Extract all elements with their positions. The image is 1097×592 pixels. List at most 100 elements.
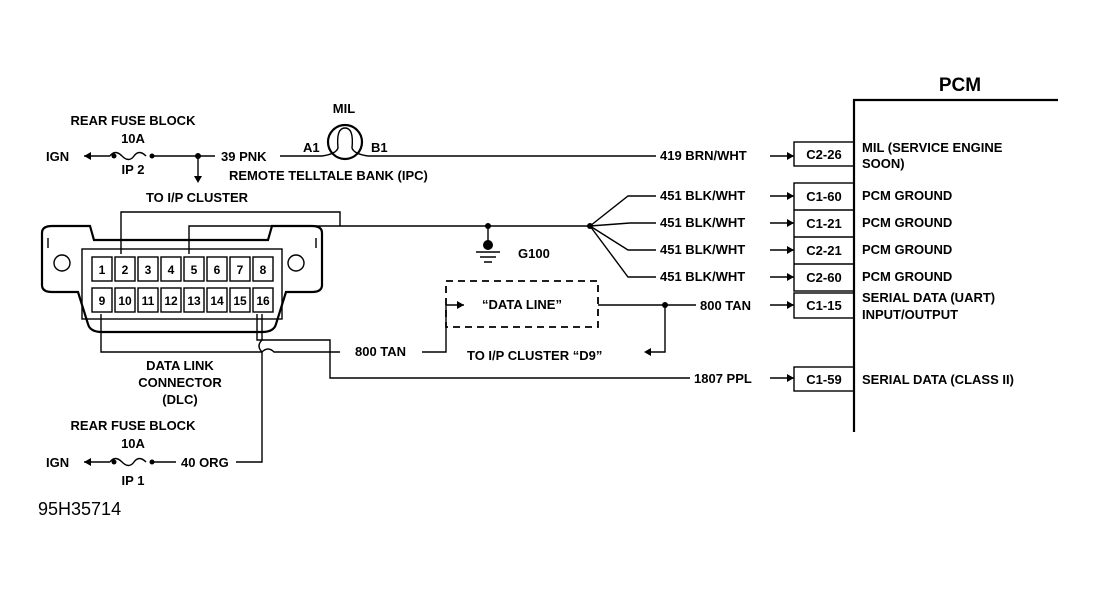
pcm-title: PCM bbox=[939, 75, 981, 96]
dlc-pin-cell bbox=[91, 287, 113, 313]
pcm-outline bbox=[852, 98, 1058, 432]
wire-451-b: 451 BLK/WHT bbox=[660, 215, 745, 230]
terminal-desc-c1-15-line2: INPUT/OUTPUT bbox=[862, 307, 958, 322]
dlc-pin-cell bbox=[206, 256, 228, 282]
terminal-c2-26: C2-26 bbox=[806, 147, 841, 162]
dlc-pin-label: 15 bbox=[233, 294, 247, 308]
terminal-desc-c2-60: PCM GROUND bbox=[862, 269, 952, 284]
bottom-fuse-title: REAR FUSE BLOCK bbox=[71, 418, 197, 433]
dlc-pin-label: 3 bbox=[145, 263, 152, 277]
top-fuse-circuit: REAR FUSE BLOCK 10A IGN IP 2 TO I/P CLUS… bbox=[46, 101, 794, 205]
terminal-box-c2-26 bbox=[793, 141, 855, 167]
dlc-pin-label: 4 bbox=[168, 263, 175, 277]
dlc-pin-cell bbox=[114, 287, 136, 313]
mil-lamp-icon bbox=[326, 123, 364, 161]
dlc-pin-cell bbox=[229, 287, 251, 313]
terminal-desc-c1-15-line1: SERIAL DATA (UART) bbox=[862, 290, 995, 305]
dlc-pin-cell bbox=[206, 287, 228, 313]
dlc-mount-hole-left bbox=[53, 254, 71, 272]
wire-1807-ppl-label: 1807 PPL bbox=[694, 371, 752, 386]
terminal-c2-60: C2-60 bbox=[806, 270, 841, 285]
wire-1807-ppl bbox=[256, 314, 690, 379]
mil-bank-label: REMOTE TELLTALE BANK (IPC) bbox=[229, 168, 428, 183]
terminal-c1-59: C1-59 bbox=[806, 372, 841, 387]
mil-pin-b: B1 bbox=[371, 140, 388, 155]
terminal-desc-c2-21: PCM GROUND bbox=[862, 242, 952, 257]
dlc-pin-label: 2 bbox=[122, 263, 129, 277]
wire-800-tan-to-box bbox=[422, 304, 464, 353]
dlc-pin-cell bbox=[252, 287, 274, 313]
ground-symbol-icon bbox=[476, 251, 500, 263]
ground-label: G100 bbox=[518, 246, 550, 261]
wire-39-pnk: 39 PNK bbox=[221, 149, 267, 164]
terminal-desc-c2-26-line2: SOON) bbox=[862, 156, 905, 171]
terminal-desc-c1-60: PCM GROUND bbox=[862, 188, 952, 203]
dlc-label-line3: (DLC) bbox=[162, 392, 197, 407]
dlc-pin-cell bbox=[137, 287, 159, 313]
wire-419-brn-wht: 419 BRN/WHT bbox=[660, 148, 747, 163]
mil-filament-icon bbox=[321, 127, 369, 157]
to-cluster-d9-label: TO I/P CLUSTER “D9” bbox=[467, 348, 602, 363]
top-to-cluster-label: TO I/P CLUSTER bbox=[146, 190, 249, 205]
dlc-pin-cell bbox=[137, 256, 159, 282]
dlc-pin-label: 6 bbox=[214, 263, 221, 277]
wire-ground-bus bbox=[188, 225, 590, 254]
mil-label: MIL bbox=[333, 101, 355, 116]
dlc-pin-label: 13 bbox=[187, 294, 201, 308]
bottom-fuse-rating: 10A bbox=[121, 436, 145, 451]
terminal-c1-21: C1-21 bbox=[806, 216, 841, 231]
bottom-ign-arrow-icon bbox=[84, 458, 91, 466]
top-fuse-name: IP 2 bbox=[122, 162, 145, 177]
dlc-pin-field bbox=[81, 248, 283, 320]
terminal-box-c1-59 bbox=[793, 366, 855, 392]
dlc-pin-label: 11 bbox=[142, 294, 155, 308]
dlc-pin-label: 5 bbox=[191, 263, 198, 277]
wire-451-c: 451 BLK/WHT bbox=[660, 242, 745, 257]
terminal-c2-21: C2-21 bbox=[806, 243, 841, 258]
bottom-fuse-icon bbox=[109, 457, 147, 467]
terminal-desc-c2-26-line1: MIL (SERVICE ENGINE bbox=[862, 140, 1003, 155]
bottom-fuse-name: IP 1 bbox=[122, 473, 145, 488]
pcm-terminals: C2-26 MIL (SERVICE ENGINE SOON) C1-60 C1… bbox=[793, 140, 1014, 392]
terminal-c1-60: C1-60 bbox=[806, 189, 841, 204]
wire-40-org: 40 ORG bbox=[181, 455, 229, 470]
data-line-label: “DATA LINE” bbox=[482, 297, 562, 312]
dlc-housing bbox=[40, 224, 324, 334]
dlc-pin-label: 7 bbox=[237, 263, 244, 277]
wire-800-tan-right: 800 TAN bbox=[700, 298, 751, 313]
dlc-pin-cell bbox=[183, 256, 205, 282]
mil-pin-a: A1 bbox=[303, 140, 320, 155]
wire-800-tan-left: 800 TAN bbox=[355, 344, 406, 359]
terminal-c1-15: C1-15 bbox=[806, 298, 841, 313]
bottom-fuse-circuit: REAR FUSE BLOCK 10A IGN 40 ORG IP 1 bbox=[46, 418, 229, 488]
to-cluster-arrow-icon bbox=[194, 176, 202, 183]
dlc-pin-cell bbox=[252, 256, 274, 282]
dlc-pin-cell bbox=[114, 256, 136, 282]
g100-ground-node bbox=[483, 240, 493, 250]
terminal-desc-c1-59: SERIAL DATA (CLASS II) bbox=[862, 372, 1014, 387]
dlc-pin-cell bbox=[160, 287, 182, 313]
dlc-pin-cell bbox=[229, 256, 251, 282]
dlc-pin-cell bbox=[91, 256, 113, 282]
terminal-desc-c1-21: PCM GROUND bbox=[862, 215, 952, 230]
data-line-box bbox=[445, 280, 599, 328]
dlc-pin-cell bbox=[183, 287, 205, 313]
wire-451-d: 451 BLK/WHT bbox=[660, 269, 745, 284]
wire-dlc-pin-loop bbox=[120, 211, 341, 254]
dlc-label-line2: CONNECTOR bbox=[138, 375, 222, 390]
dlc-pin-cell bbox=[160, 256, 182, 282]
top-fuse-icon bbox=[109, 151, 147, 161]
dlc-pin-label: 14 bbox=[210, 294, 224, 308]
dlc-pin-label: 1 bbox=[99, 263, 106, 277]
wire-dlc-pin16 bbox=[236, 314, 263, 463]
top-ign-arrow-icon bbox=[84, 152, 91, 160]
pcm-module: PCM bbox=[852, 75, 1058, 432]
dlc-pin-label: 9 bbox=[99, 294, 106, 308]
dlc-pin-label: 12 bbox=[164, 294, 178, 308]
dlc-pin-label: 8 bbox=[260, 263, 267, 277]
dlc-pin-label: 16 bbox=[256, 294, 270, 308]
top-ign-label: IGN bbox=[46, 149, 69, 164]
